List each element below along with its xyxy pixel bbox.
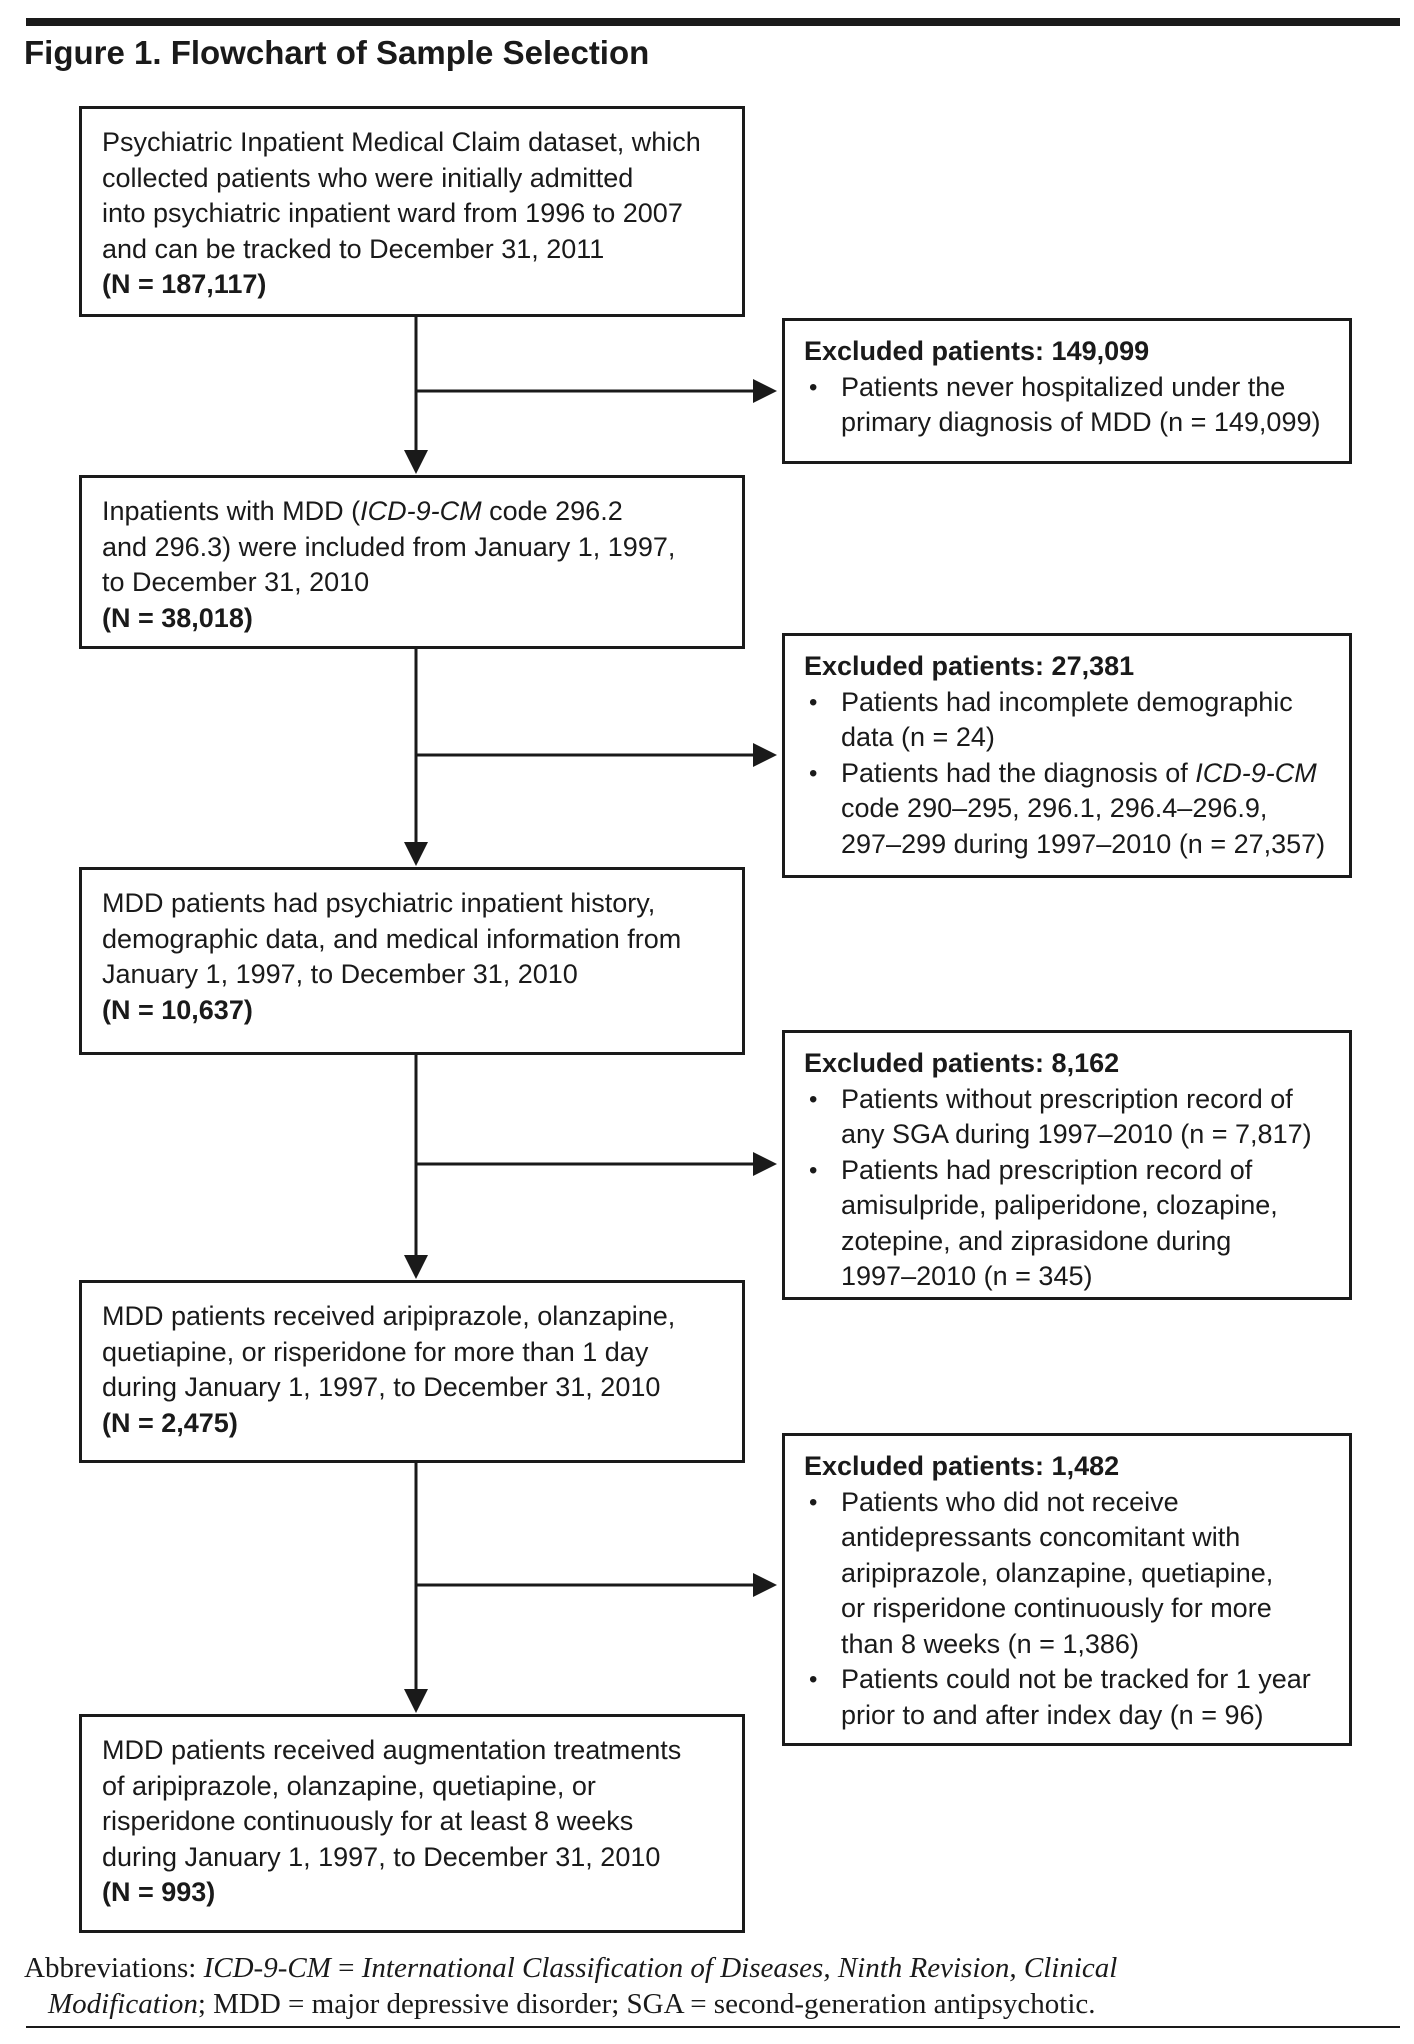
flow-box-final-sample: MDD patients received augmentation treat… — [79, 1714, 745, 1933]
excluded-bullet: Patients never hospitalized under the pr… — [804, 370, 1337, 441]
flow-box-dataset: Psychiatric Inpatient Medical Claim data… — [79, 106, 745, 317]
box-text-line: January 1, 1997, to December 31, 2010 — [102, 959, 578, 989]
excluded-list: Patients had incomplete demographic data… — [804, 685, 1337, 863]
excluded-heading: Excluded patients: 27,381 — [804, 651, 1135, 681]
box-text-line: of aripiprazole, olanzapine, quetiapine,… — [102, 1770, 596, 1801]
bottom-rule — [26, 2026, 1400, 2028]
flow-box-mdd-history: MDD patients had psychiatric inpatient h… — [79, 867, 745, 1055]
box-text-line: MDD patients received aripiprazole, olan… — [102, 1301, 676, 1331]
excluded-heading: Excluded patients: 8,162 — [804, 1048, 1120, 1078]
box-text-line: into psychiatric inpatient ward from 199… — [102, 198, 683, 228]
abbreviations-line-2: Modification; MDD = major depressive dis… — [48, 1988, 1096, 2020]
box-n-count: (N = 993) — [102, 1877, 216, 1907]
excluded-list: Patients without prescription record of … — [804, 1082, 1337, 1295]
box-text-line: Inpatients with MDD (ICD-9-CM code 296.2 — [102, 496, 623, 526]
flow-box-mdd-inpatients: Inpatients with MDD (ICD-9-CM code 296.2… — [79, 475, 745, 649]
box-text-line: quetiapine, or risperidone for more than… — [102, 1336, 649, 1367]
excluded-box-3: Excluded patients: 8,162 Patients withou… — [782, 1030, 1352, 1300]
excluded-bullet: Patients had prescription record of amis… — [804, 1153, 1337, 1295]
box-text-line: risperidone continuously for at least 8 … — [102, 1806, 634, 1836]
top-rule — [26, 18, 1400, 26]
box-text-line: MDD patients had psychiatric inpatient h… — [102, 888, 656, 918]
box-text-line: and 296.3) were included from January 1,… — [102, 531, 676, 562]
excluded-box-2: Excluded patients: 27,381 Patients had i… — [782, 633, 1352, 878]
excluded-bullet: Patients without prescription record of … — [804, 1082, 1337, 1153]
excluded-bullet: Patients could not be tracked for 1 year… — [804, 1662, 1337, 1733]
box-n-count: (N = 187,117) — [102, 269, 267, 299]
box-text-line: to December 31, 2010 — [102, 567, 370, 597]
box-text-line: Psychiatric Inpatient Medical Claim data… — [102, 127, 701, 157]
excluded-bullet: Patients who did not receive antidepress… — [804, 1485, 1337, 1663]
excluded-bullet: Patients had the diagnosis of ICD-9-CM c… — [804, 756, 1337, 863]
box-n-count: (N = 2,475) — [102, 1407, 238, 1438]
box-n-count: (N = 10,637) — [102, 994, 253, 1025]
abbreviations-line-1: Abbreviations: ICD-9-CM = International … — [24, 1952, 1118, 1984]
excluded-box-4: Excluded patients: 1,482 Patients who di… — [782, 1433, 1352, 1746]
excluded-heading: Excluded patients: 1,482 — [804, 1451, 1120, 1481]
box-text-line: and can be tracked to December 31, 2011 — [102, 233, 605, 264]
box-text-line: during January 1, 1997, to December 31, … — [102, 1841, 661, 1872]
figure-title: Figure 1. Flowchart of Sample Selection — [24, 34, 650, 71]
excluded-list: Patients who did not receive antidepress… — [804, 1485, 1337, 1734]
excluded-list: Patients never hospitalized under the pr… — [804, 370, 1337, 441]
box-text-line: demographic data, and medical informatio… — [102, 923, 682, 954]
flow-box-sga-recipients: MDD patients received aripiprazole, olan… — [79, 1280, 745, 1463]
abbreviations-note: Abbreviations: ICD-9-CM = International … — [24, 1950, 1404, 2022]
box-text-line: collected patients who were initially ad… — [102, 162, 634, 193]
excluded-box-1: Excluded patients: 149,099 Patients neve… — [782, 318, 1352, 464]
box-text-line: during January 1, 1997, to December 31, … — [102, 1372, 661, 1402]
box-n-count: (N = 38,018) — [102, 602, 253, 633]
box-text-line: MDD patients received augmentation treat… — [102, 1735, 682, 1765]
excluded-bullet: Patients had incomplete demographic data… — [804, 685, 1337, 756]
excluded-heading: Excluded patients: 149,099 — [804, 336, 1150, 366]
